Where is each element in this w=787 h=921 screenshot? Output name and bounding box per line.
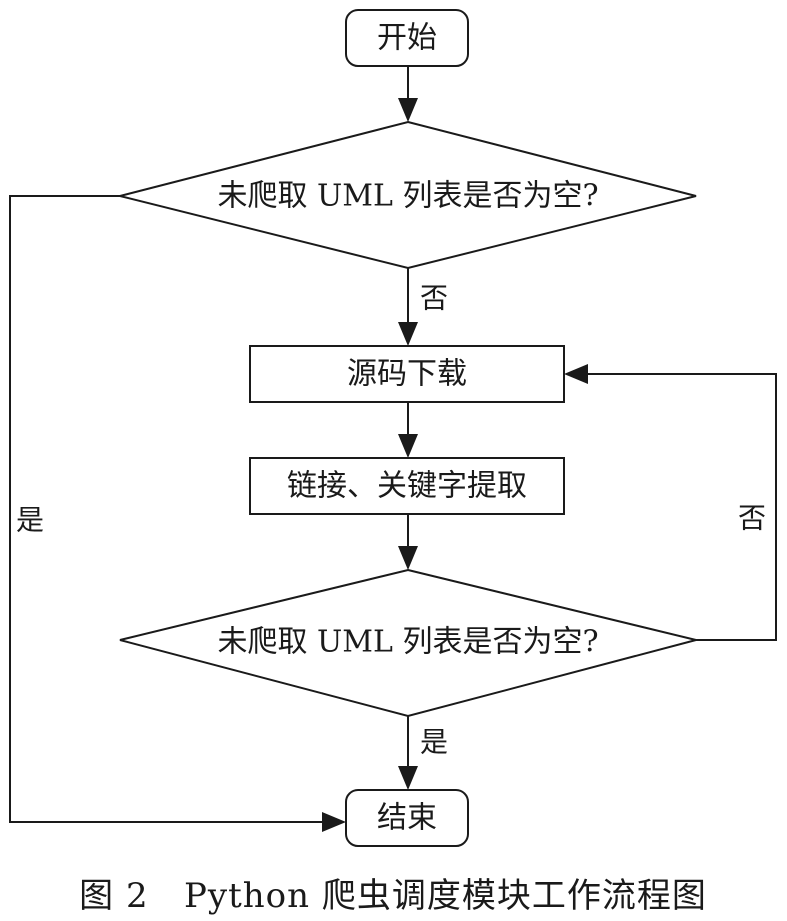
- figure-caption: 图 2 Python 爬虫调度模块工作流程图: [79, 876, 707, 916]
- edge-label-check2-no: 否: [738, 502, 766, 535]
- arrowhead-end: [398, 766, 418, 790]
- edge-label-check2-yes: 是: [420, 726, 448, 759]
- edges: [9, 66, 777, 832]
- check1-label: 未爬取 UML 列表是否为空?: [217, 179, 598, 214]
- check1-decision: [119, 120, 697, 270]
- node-end: 结束: [345, 789, 469, 847]
- start-label: 开始: [377, 21, 437, 56]
- node-download: 源码下载: [249, 345, 565, 403]
- node-extract: 链接、关键字提取: [249, 457, 565, 515]
- arrowhead-download-right: [564, 364, 588, 384]
- edge-label-check1-yes: 是: [16, 504, 44, 537]
- node-check2: 未爬取 UML 列表是否为空?: [119, 568, 697, 718]
- edge-check2-no-to-download: [588, 373, 777, 641]
- check2-label: 未爬取 UML 列表是否为空?: [217, 625, 598, 660]
- extract-label: 链接、关键字提取: [287, 469, 527, 504]
- end-label: 结束: [377, 801, 437, 836]
- download-process: [249, 345, 565, 403]
- end-terminal: [345, 789, 469, 847]
- edge-check1-yes-to-end: [9, 195, 322, 823]
- node-check1: 未爬取 UML 列表是否为空?: [119, 120, 697, 270]
- arrowhead-check2: [398, 546, 418, 570]
- arrowhead-download: [398, 322, 418, 346]
- check2-decision: [119, 568, 697, 718]
- arrowhead-end-left: [322, 812, 346, 832]
- extract-process: [249, 457, 565, 515]
- node-start: 开始: [345, 9, 469, 67]
- download-label: 源码下载: [347, 357, 467, 392]
- arrowhead-check1: [398, 98, 418, 122]
- edge-label-check1-no: 否: [420, 282, 448, 315]
- start-terminal: [345, 9, 469, 67]
- arrowhead-extract: [398, 434, 418, 458]
